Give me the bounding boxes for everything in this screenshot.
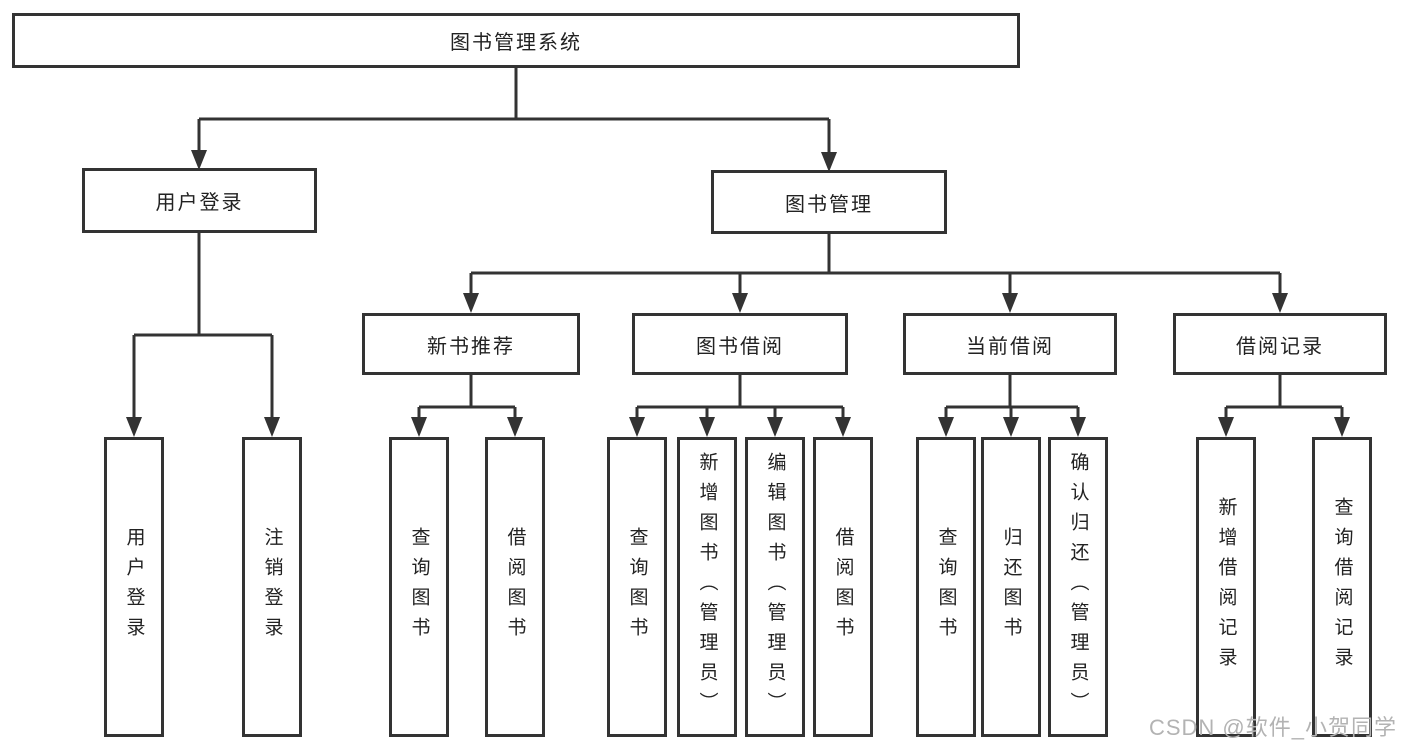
arrowhead-icon bbox=[821, 152, 837, 172]
leaf-label: 借阅图书 bbox=[832, 527, 854, 647]
leaf-add-borrow-record: 新增借阅记录 bbox=[1196, 437, 1256, 737]
node-user-login: 用户登录 bbox=[82, 168, 317, 233]
arrowhead-icon bbox=[264, 417, 280, 437]
arrowhead-icon bbox=[767, 417, 783, 437]
csdn-watermark: CSDN @软件_小贺同学 bbox=[1148, 715, 1397, 740]
leaf-label: 新增借阅记录 bbox=[1215, 497, 1237, 677]
node-library-management-system: 图书管理系统 bbox=[12, 13, 1020, 68]
node-label: 图书借阅 bbox=[696, 335, 784, 358]
leaf-add-books-admin: 新增图书（管理员） bbox=[677, 437, 737, 737]
leaf-label: 用户登录 bbox=[123, 527, 145, 647]
arrowhead-icon bbox=[463, 293, 479, 313]
arrowhead-icon bbox=[699, 417, 715, 437]
arrowhead-icon bbox=[507, 417, 523, 437]
node-label: 图书管理 bbox=[785, 193, 873, 216]
leaf-borrowing-query-books: 查询图书 bbox=[607, 437, 667, 737]
arrowhead-icon bbox=[1070, 417, 1086, 437]
node-book-borrowing: 图书借阅 bbox=[632, 313, 848, 375]
node-current-borrowing: 当前借阅 bbox=[903, 313, 1117, 375]
leaf-label: 查询图书 bbox=[935, 527, 957, 647]
node-borrowing-records: 借阅记录 bbox=[1173, 313, 1387, 375]
leaf-label: 新增图书（管理员） bbox=[696, 452, 718, 722]
arrowhead-icon bbox=[1272, 293, 1288, 313]
leaf-return-books: 归还图书 bbox=[981, 437, 1041, 737]
arrowhead-icon bbox=[411, 417, 427, 437]
arrowhead-icon bbox=[191, 150, 207, 170]
node-label: 当前借阅 bbox=[966, 335, 1054, 358]
arrowhead-icon bbox=[1003, 417, 1019, 437]
arrowhead-icon bbox=[1218, 417, 1234, 437]
leaf-recommend-query-books: 查询图书 bbox=[389, 437, 449, 737]
node-label: 图书管理系统 bbox=[450, 32, 582, 54]
arrowhead-icon bbox=[126, 417, 142, 437]
leaf-label: 归还图书 bbox=[1000, 527, 1022, 647]
arrowhead-icon bbox=[1334, 417, 1350, 437]
leaf-edit-books-admin: 编辑图书（管理员） bbox=[745, 437, 805, 737]
leaf-label: 查询图书 bbox=[626, 527, 648, 647]
leaf-label: 确认归还（管理员） bbox=[1067, 452, 1089, 722]
leaf-label: 注销登录 bbox=[261, 527, 283, 647]
leaf-recommend-borrow-books: 借阅图书 bbox=[485, 437, 545, 737]
node-label: 用户登录 bbox=[155, 192, 244, 214]
arrowhead-icon bbox=[835, 417, 851, 437]
connectors bbox=[126, 68, 1350, 437]
leaf-confirm-return-admin: 确认归还（管理员） bbox=[1048, 437, 1108, 737]
leaf-label: 查询图书 bbox=[408, 527, 430, 647]
leaf-label: 编辑图书（管理员） bbox=[764, 452, 786, 722]
arrowhead-icon bbox=[732, 293, 748, 313]
leaf-query-borrow-record: 查询借阅记录 bbox=[1312, 437, 1372, 737]
leaf-label: 借阅图书 bbox=[504, 527, 526, 647]
leaf-label: 查询借阅记录 bbox=[1331, 497, 1353, 677]
node-new-book-recommendation: 新书推荐 bbox=[362, 313, 580, 375]
leaf-user-login: 用户登录 bbox=[104, 437, 164, 737]
leaf-current-query-books: 查询图书 bbox=[916, 437, 976, 737]
arrowhead-icon bbox=[1002, 293, 1018, 313]
node-book-management: 图书管理 bbox=[711, 170, 947, 234]
arrowhead-icon bbox=[938, 417, 954, 437]
leaf-logout: 注销登录 bbox=[242, 437, 302, 737]
node-label: 新书推荐 bbox=[427, 335, 515, 358]
arrowhead-icon bbox=[629, 417, 645, 437]
node-label: 借阅记录 bbox=[1236, 335, 1324, 358]
leaf-borrowing-borrow-books: 借阅图书 bbox=[813, 437, 873, 737]
